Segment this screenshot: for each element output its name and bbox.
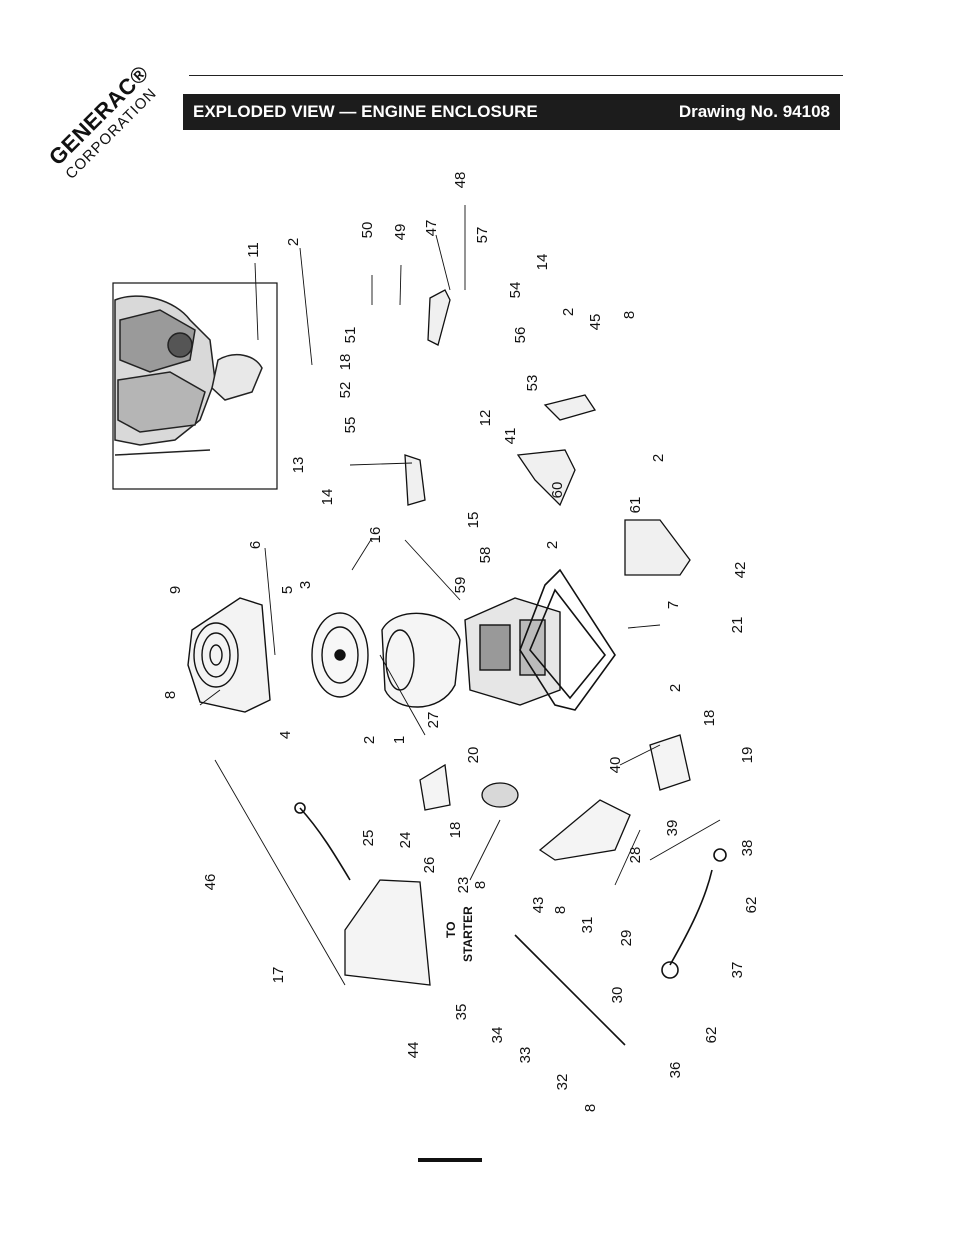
callout-34: 34 [489, 1027, 506, 1044]
callout-14: 14 [534, 254, 551, 271]
callout-2: 2 [667, 684, 684, 692]
callout-32: 32 [554, 1074, 571, 1091]
callout-8: 8 [472, 881, 489, 889]
base-frame [519, 568, 616, 711]
callout-29: 29 [618, 930, 635, 947]
title-bar: EXPLODED VIEW — ENGINE ENCLOSURE Drawing… [183, 94, 840, 130]
callout-18: 18 [447, 822, 464, 839]
callout-8: 8 [162, 691, 179, 699]
callout-30: 30 [609, 987, 626, 1004]
callout-14: 14 [319, 489, 336, 506]
callout-40: 40 [607, 757, 624, 774]
callout-25: 25 [360, 830, 377, 847]
callout-3: 3 [297, 581, 314, 589]
drawing-number: Drawing No. 94108 [678, 102, 830, 121]
callout-20: 20 [465, 747, 482, 764]
leader-lines [199, 205, 721, 986]
callout-52: 52 [337, 382, 354, 399]
upper-brackets [404, 289, 691, 576]
callout-2: 2 [544, 541, 561, 549]
callout-41: 41 [502, 428, 519, 445]
callout-61: 61 [627, 497, 644, 514]
callout-37: 37 [729, 962, 746, 979]
callout-1: 1 [391, 736, 408, 744]
flywheel [311, 612, 369, 698]
callout-18: 18 [701, 710, 718, 727]
callout-39: 39 [664, 820, 681, 837]
callout-8: 8 [582, 1104, 599, 1112]
callout-50: 50 [359, 222, 376, 239]
callout-24: 24 [397, 832, 414, 849]
callout-58: 58 [477, 547, 494, 564]
callout-12: 12 [477, 410, 494, 427]
callout-17: 17 [270, 967, 287, 984]
callout-16: 16 [367, 527, 384, 544]
callout-55: 55 [342, 417, 359, 434]
callout-36: 36 [667, 1062, 684, 1079]
callout-9: 9 [167, 586, 184, 594]
callout-62: 62 [743, 897, 760, 914]
callout-60: 60 [549, 482, 566, 499]
hoses-and-cables [294, 802, 727, 1046]
callout-47: 47 [423, 220, 440, 237]
callout-62: 62 [703, 1027, 720, 1044]
header-rule [189, 75, 843, 76]
callout-28: 28 [627, 847, 644, 864]
callout-42: 42 [732, 562, 749, 579]
callout-43: 43 [530, 897, 547, 914]
callout-53: 53 [524, 375, 541, 392]
callout-2: 2 [285, 238, 302, 246]
callout-48: 48 [452, 172, 469, 189]
callout-59: 59 [452, 577, 469, 594]
callout-5: 5 [279, 586, 296, 594]
lower-panels [344, 734, 691, 986]
fan-housing [187, 597, 271, 713]
callout-26: 26 [421, 857, 438, 874]
inset-engine-photo [114, 295, 263, 456]
callout-35: 35 [453, 1004, 470, 1021]
callout-56: 56 [512, 327, 529, 344]
callout-2: 2 [650, 454, 667, 462]
callout-51: 51 [342, 327, 359, 344]
callout-46: 46 [202, 874, 219, 891]
callout-31: 31 [579, 917, 596, 934]
callout-33: 33 [517, 1047, 534, 1064]
callout-15: 15 [465, 512, 482, 529]
callout-11: 11 [245, 242, 262, 258]
callout-44: 44 [405, 1042, 422, 1059]
callout-54: 54 [507, 282, 524, 299]
to-starter-label-2: STARTER [461, 906, 475, 962]
callout-49: 49 [392, 224, 409, 241]
callout-8: 8 [552, 906, 569, 914]
blower-ring [381, 612, 461, 708]
callout-6: 6 [247, 541, 264, 549]
callout-57: 57 [474, 227, 491, 244]
callout-19: 19 [739, 747, 756, 764]
callout-38: 38 [739, 840, 756, 857]
callout-7: 7 [665, 601, 682, 609]
callout-2: 2 [560, 308, 577, 316]
engine-block [464, 597, 561, 706]
footer-page-bar [418, 1158, 482, 1162]
callout-13: 13 [290, 457, 307, 474]
callout-8: 8 [621, 311, 638, 319]
to-starter-label-1: TO [444, 922, 458, 938]
callout-18: 18 [337, 354, 354, 371]
callout-45: 45 [587, 314, 604, 331]
callout-21: 21 [729, 617, 746, 634]
callout-27: 27 [425, 712, 442, 729]
callout-23: 23 [455, 877, 472, 894]
callout-2: 2 [361, 736, 378, 744]
callout-4: 4 [277, 731, 294, 739]
page-title: EXPLODED VIEW — ENGINE ENCLOSURE [193, 102, 538, 121]
